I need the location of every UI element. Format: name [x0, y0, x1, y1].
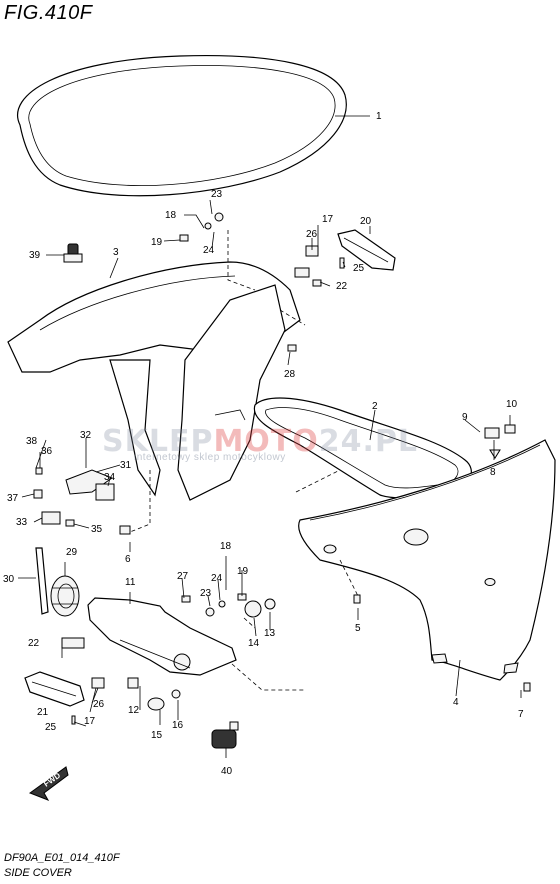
callout-40[interactable]: 40	[221, 766, 233, 777]
callout-8[interactable]: 8	[490, 467, 496, 478]
callout-27[interactable]: 27	[177, 571, 189, 582]
figure-title: FIG.410F	[4, 2, 93, 24]
callout-30[interactable]: 30	[3, 574, 15, 585]
watermark-part-a: SKLEP	[102, 424, 214, 459]
callout-22b[interactable]: 22	[28, 638, 40, 649]
callout-18a[interactable]: 18	[165, 210, 177, 221]
callout-1[interactable]: 1	[376, 111, 382, 122]
callout-6[interactable]: 6	[125, 554, 131, 565]
part-4-lower-cover[interactable]	[298, 439, 556, 681]
watermark-tagline: internetowy sklep motocyklowy	[134, 452, 286, 463]
callout-19b[interactable]: 19	[237, 566, 249, 577]
part-1-seal[interactable]	[17, 54, 347, 197]
watermark-part-b: MOTO	[213, 424, 319, 459]
callout-37[interactable]: 37	[7, 493, 19, 504]
callout-17a[interactable]: 17	[322, 214, 334, 225]
small-fasteners	[33, 212, 531, 749]
callout-23b[interactable]: 23	[200, 588, 212, 599]
part-29-grommet[interactable]	[50, 575, 80, 617]
callout-25a[interactable]: 25	[353, 263, 365, 274]
callout-23a[interactable]: 23	[211, 189, 223, 200]
callout-32[interactable]: 32	[80, 430, 92, 441]
callout-17b[interactable]: 17	[84, 716, 96, 727]
callout-14[interactable]: 14	[248, 638, 260, 649]
part-30-strap[interactable]	[35, 547, 49, 615]
callout-26b[interactable]: 26	[93, 699, 105, 710]
callout-16[interactable]: 16	[172, 720, 184, 731]
callout-21[interactable]: 21	[37, 707, 49, 718]
callout-15[interactable]: 15	[151, 730, 163, 741]
callout-3[interactable]: 3	[113, 247, 119, 258]
part-11-lower-inner[interactable]	[87, 597, 237, 676]
callout-10[interactable]: 10	[506, 399, 518, 410]
callout-5[interactable]: 5	[355, 623, 361, 634]
part-21-handle[interactable]	[24, 671, 85, 707]
watermark-brand: SKLEPMOTO24.PL	[102, 424, 418, 459]
callout-labels: 1 2 3 4 5 6 7 8 9 10 11 12 13 14 15 16 1…	[3, 111, 524, 789]
callout-11[interactable]: 11	[125, 577, 136, 588]
callout-24b[interactable]: 24	[211, 573, 223, 584]
callout-26a[interactable]: 26	[306, 229, 318, 240]
callout-38[interactable]: 38	[26, 436, 38, 447]
callout-4[interactable]: 4	[453, 697, 459, 708]
callout-35[interactable]: 35	[91, 524, 103, 535]
part-20-handle[interactable]	[337, 229, 396, 271]
callout-20[interactable]: 20	[360, 216, 372, 227]
callout-25b[interactable]: 25	[45, 722, 57, 733]
watermark-part-d: .PL	[362, 424, 419, 459]
callout-18b[interactable]: 18	[220, 541, 232, 552]
callout-19a[interactable]: 19	[151, 237, 163, 248]
callout-28[interactable]: 28	[284, 369, 296, 380]
callout-33[interactable]: 33	[16, 517, 28, 528]
footer-name: SIDE COVER	[4, 867, 72, 879]
callout-24a[interactable]: 24	[203, 245, 215, 256]
callout-7[interactable]: 7	[518, 709, 524, 720]
callout-2[interactable]: 2	[372, 401, 378, 412]
callout-29[interactable]: 29	[66, 547, 78, 558]
callout-9[interactable]: 9	[462, 412, 468, 423]
callout-36[interactable]: 36	[41, 446, 53, 457]
footer-code: DF90A_E01_014_410F	[4, 852, 120, 864]
callout-34[interactable]: 34	[104, 472, 116, 483]
callout-22a[interactable]: 22	[336, 281, 348, 292]
watermark-part-c: 24	[318, 424, 363, 459]
callout-13[interactable]: 13	[264, 628, 276, 639]
callout-39[interactable]: 39	[29, 250, 41, 261]
callout-31[interactable]: 31	[120, 460, 132, 471]
callout-12[interactable]: 12	[128, 705, 140, 716]
part-3-upper-cover[interactable]	[7, 261, 301, 501]
fwd-arrow	[28, 766, 69, 801]
leader-lines	[18, 115, 522, 758]
